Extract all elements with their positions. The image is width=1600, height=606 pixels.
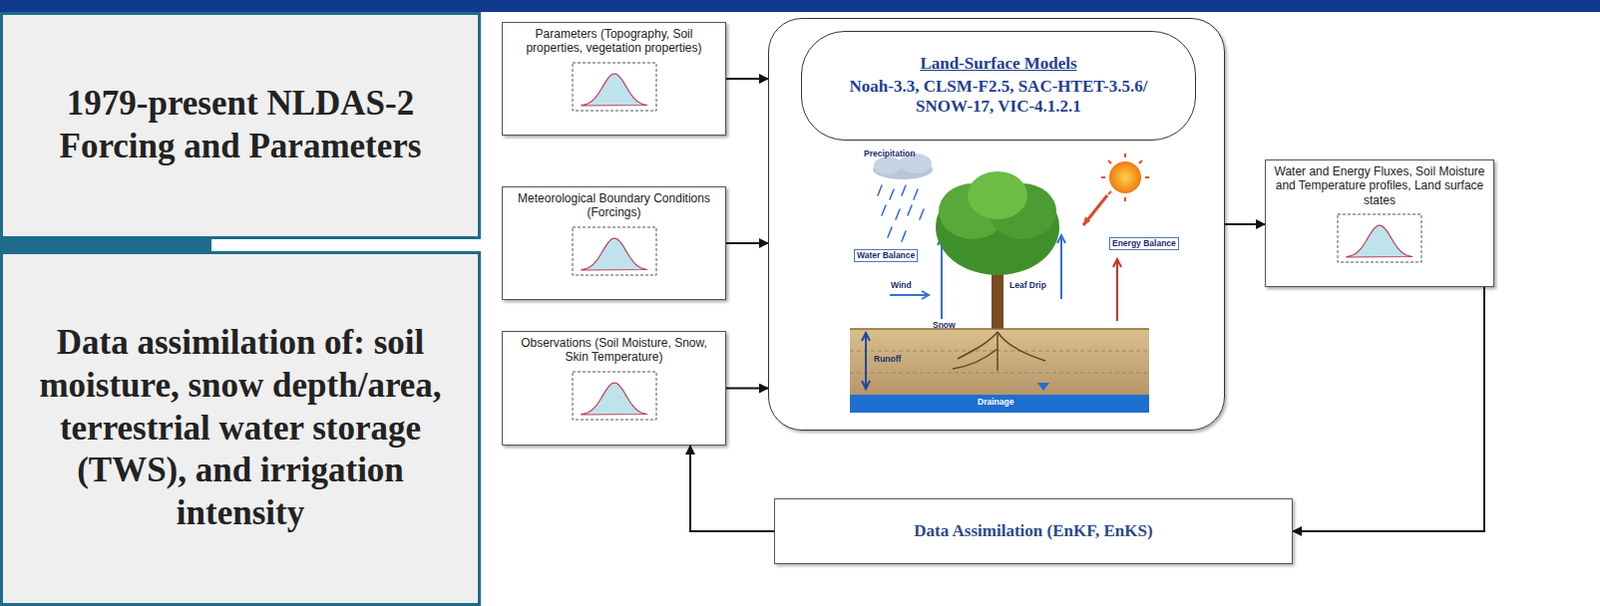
process-label: Runoff bbox=[873, 355, 901, 365]
input-box: Observations (Soil Moisture, Snow, Skin … bbox=[501, 331, 727, 446]
assimilation-box: Data Assimilation (EnKF, EnKS) bbox=[774, 498, 1293, 565]
distribution-icon bbox=[1336, 213, 1423, 264]
process-label: Wind bbox=[890, 281, 912, 291]
wind-arrow bbox=[889, 291, 929, 300]
rain bbox=[877, 185, 924, 242]
model-container: Land-Surface ModelsNoah-3.3, CLSM-F2.5, … bbox=[768, 17, 1225, 431]
flow-arrow bbox=[726, 388, 769, 391]
sun bbox=[1083, 153, 1150, 226]
node-text: 1979-present NLDAS-2 Forcing and Paramet… bbox=[16, 82, 464, 168]
input-box: Parameters (Topography, Soil properties,… bbox=[501, 21, 727, 136]
flow-arrow bbox=[1292, 287, 1485, 532]
summary-panel: 1979-present NLDAS-2 Forcing and Paramet… bbox=[0, 11, 481, 240]
process-label: Drainage bbox=[977, 398, 1014, 407]
input-box: Meteorological Boundary Conditions (Forc… bbox=[501, 186, 727, 301]
process-label: Snow bbox=[932, 321, 956, 331]
node-text: Water and Energy Fluxes, Soil Moisture a… bbox=[1271, 164, 1488, 208]
model-heading: Land-Surface Models bbox=[919, 53, 1077, 75]
summary-panel: Data assimilation of: soil moisture, sno… bbox=[0, 251, 481, 606]
process-label: Water Balance bbox=[853, 249, 918, 263]
node-text: Meteorological Boundary Conditions (Forc… bbox=[508, 191, 720, 221]
soil-layers bbox=[849, 329, 1150, 413]
flow-arrow bbox=[690, 445, 775, 532]
flow-arrow bbox=[1224, 223, 1265, 226]
node-text: Data Assimilation (EnKF, EnKS) bbox=[913, 521, 1153, 542]
process-label: Precipitation bbox=[863, 149, 915, 159]
top-bar bbox=[0, 0, 1600, 12]
panel-bar bbox=[0, 237, 212, 252]
model-list: Land-Surface ModelsNoah-3.3, CLSM-F2.5, … bbox=[800, 30, 1197, 141]
node-text: Noah-3.3, CLSM-F2.5, SAC-HTET-3.5.6/ SNO… bbox=[825, 76, 1172, 118]
flow-arrow bbox=[726, 242, 769, 245]
process-label: Leaf Drip bbox=[1009, 281, 1047, 291]
distribution-icon bbox=[571, 371, 658, 421]
node-text: Observations (Soil Moisture, Snow, Skin … bbox=[508, 336, 720, 366]
output-box: Water and Energy Fluxes, Soil Moisture a… bbox=[1264, 159, 1495, 288]
distribution-icon bbox=[571, 61, 658, 112]
node-text: Data assimilation of: soil moisture, sno… bbox=[16, 322, 464, 535]
node-text: Parameters (Topography, Soil properties,… bbox=[508, 26, 720, 56]
flow-arrow bbox=[726, 77, 769, 80]
distribution-icon bbox=[571, 226, 658, 277]
process-label: Energy Balance bbox=[1109, 237, 1180, 251]
tree bbox=[935, 171, 1060, 333]
radiation-arrows bbox=[1113, 259, 1122, 322]
